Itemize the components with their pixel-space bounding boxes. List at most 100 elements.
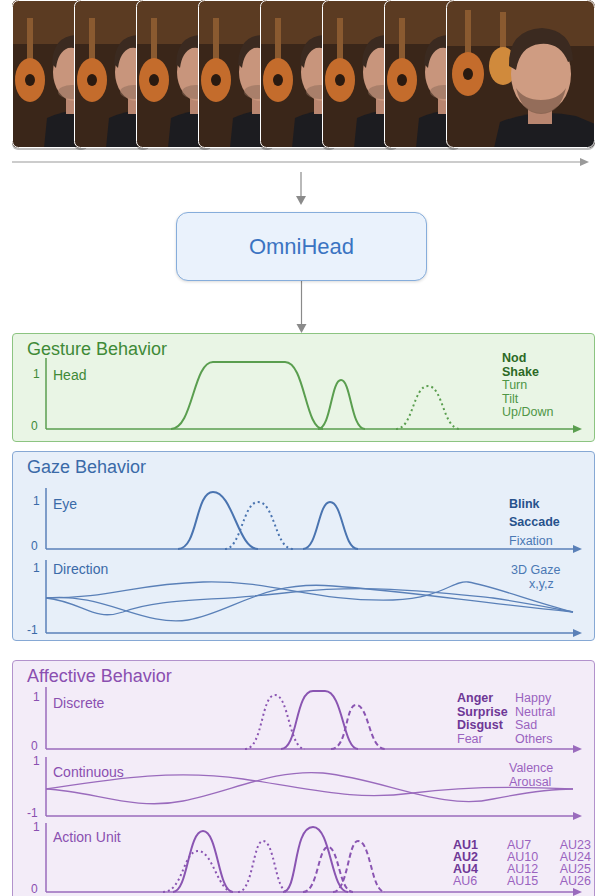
connector-arrow (297, 281, 307, 333)
plot-path (46, 585, 573, 621)
axis-tick: 0 (31, 540, 38, 554)
plot-label: Action Unit (53, 829, 121, 845)
video-frames (12, 0, 595, 150)
plot-label: Direction (53, 561, 108, 577)
plot-line (46, 548, 574, 550)
plot-polygon (573, 629, 582, 637)
plot-path (46, 775, 573, 796)
category-label: Happy (515, 691, 551, 705)
plot-line (300, 172, 301, 197)
axis-tick: 1 (33, 821, 40, 835)
plot-line (45, 687, 47, 749)
plot-use (322, 0, 405, 148)
plot-polygon (573, 425, 582, 433)
plot-label: Continuous (53, 764, 124, 780)
axis-tick: -1 (27, 807, 38, 821)
plot-use (136, 0, 219, 148)
plot-polygon (296, 196, 306, 205)
plot-polygon (580, 158, 589, 166)
plot-path (303, 847, 353, 892)
plot-polygon (573, 745, 582, 753)
plot-path (225, 502, 293, 549)
plot-path (303, 502, 358, 549)
plot-path (171, 362, 323, 429)
axis-tick: 0 (31, 740, 38, 754)
panel-title: Affective Behavior (27, 666, 172, 687)
category-label: Nod (502, 351, 526, 365)
category-label: Saccade (509, 515, 560, 529)
plot-g (46, 582, 573, 621)
timeline-arrow (12, 158, 589, 166)
plot-path (46, 582, 573, 612)
plot-label: Eye (53, 496, 77, 512)
model-box: OmniHead (176, 212, 427, 281)
plot-line (45, 488, 47, 549)
category-label: Turn (502, 378, 527, 392)
axis-tick: 1 (33, 562, 40, 576)
plot-line (45, 560, 47, 633)
arrow-head (297, 324, 307, 333)
category-label: Arousal (509, 775, 551, 789)
plot-line (46, 748, 574, 750)
plot-path (333, 841, 385, 892)
plot-line (45, 823, 47, 892)
plot-use (74, 0, 157, 148)
plot-use (384, 0, 467, 148)
plot-path (318, 380, 365, 429)
plot-line (45, 757, 47, 816)
category-label: Surprise (457, 705, 508, 719)
plot-line (46, 632, 574, 634)
plot-line (12, 161, 582, 162)
plot-g (46, 358, 574, 429)
category-label: AU26 (560, 874, 591, 888)
plot-label: Head (53, 367, 86, 383)
connector-line (301, 281, 302, 325)
plot-line (46, 891, 574, 893)
axis-tick: 0 (31, 420, 38, 434)
category-label: x,y,z (529, 577, 554, 591)
plot-path (178, 492, 258, 549)
category-label: Anger (457, 691, 493, 705)
plot-rect (12, 2, 88, 150)
plot-path (245, 695, 305, 749)
plot-use (260, 0, 343, 148)
plot-rect (384, 2, 460, 150)
category-label: Tilt (502, 392, 518, 406)
plot-rect (322, 2, 398, 150)
plot-rect (198, 2, 274, 150)
plot-g (171, 362, 460, 429)
plot-path (283, 827, 348, 892)
category-label: Others (515, 732, 553, 746)
plot-path (163, 851, 233, 892)
plot-path (46, 589, 573, 615)
category-label: Fear (457, 732, 483, 746)
plot-g (178, 492, 358, 549)
gesture-panel: Gesture Behavior1Head0NodShakeTurnTiltUp… (12, 333, 595, 442)
plot-path (173, 831, 233, 892)
affect-panel: Affective Behavior 1 Discrete 0 AngerSurpris… (12, 660, 595, 896)
category-label: Neutral (515, 705, 555, 719)
plot-path (281, 691, 358, 749)
plot-line (46, 428, 574, 430)
category-label: 3D Gaze (511, 563, 560, 577)
plot-use (198, 0, 281, 148)
plot-path (396, 386, 460, 429)
plot-rect (136, 2, 212, 150)
gaze-plot (13, 452, 596, 642)
down-arrow (296, 172, 306, 205)
plot-use (446, 0, 595, 148)
category-label: Sad (515, 718, 537, 732)
plot-line (46, 815, 574, 817)
plot-g (46, 687, 574, 892)
plot-polygon (573, 888, 582, 896)
plot-use (12, 0, 95, 148)
plot-label: Discrete (53, 695, 104, 711)
category-label: Shake (502, 365, 539, 379)
panel-title: Gaze Behavior (27, 457, 146, 478)
plot-polygon (573, 812, 582, 820)
plot-polygon (573, 545, 582, 553)
panel-title: Gesture Behavior (27, 339, 167, 360)
axis-tick: -1 (27, 624, 38, 638)
axis-tick: 1 (33, 495, 40, 509)
